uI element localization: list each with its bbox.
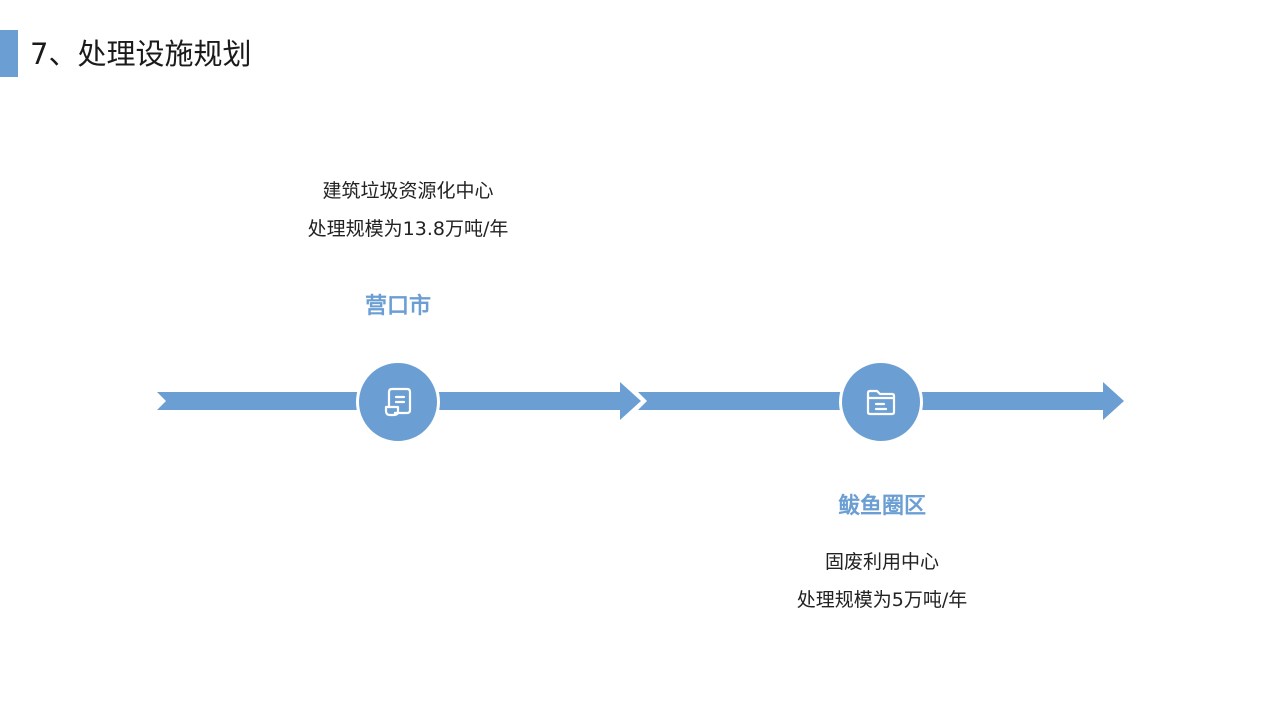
folder-icon xyxy=(866,389,896,416)
node-1-name: 营口市 xyxy=(364,294,431,319)
node-1-icon-circle xyxy=(356,360,440,444)
node-2-name: 鲅鱼圈区 xyxy=(837,494,926,519)
node-1-line-2: 处理规模为13.8万吨/年 xyxy=(307,218,509,240)
node-1-line-1: 建筑垃圾资源化中心 xyxy=(322,180,494,202)
title-accent-bar xyxy=(0,30,18,77)
document-icon xyxy=(384,387,412,417)
node-2-line-1: 固废利用中心 xyxy=(824,551,939,573)
page-title: 7、处理设施规划 xyxy=(30,37,252,71)
node-1-description: 建筑垃圾资源化中心 处理规模为13.8万吨/年 xyxy=(248,172,568,248)
node-2-description: 固废利用中心 处理规模为5万吨/年 xyxy=(722,543,1042,619)
node-2-icon-circle xyxy=(839,360,923,444)
node-2-line-2: 处理规模为5万吨/年 xyxy=(796,589,968,611)
